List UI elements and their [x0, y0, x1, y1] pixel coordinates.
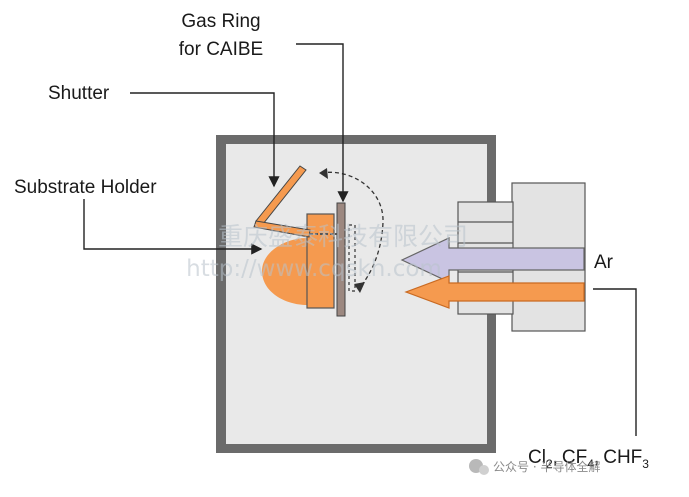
footer-account: 公众号 · 半导体全解: [493, 459, 600, 474]
shutter-label: Shutter: [48, 83, 110, 104]
watermark-line2: http://www.cqskh.com: [186, 256, 442, 282]
cl-subscript: 2: [546, 457, 553, 471]
wechat-icon: [469, 459, 489, 475]
ar-label: Ar: [594, 252, 614, 273]
substrate-holder-dome-fill: [262, 238, 307, 305]
ar-beam-arrow: [400, 237, 585, 283]
chf-subscript: 3: [642, 457, 649, 471]
shutter-arm: [253, 220, 311, 238]
watermark-line1: 重庆盛泰科技有限公司: [218, 222, 468, 251]
wafer: [336, 202, 346, 317]
cf-subscript: 4: [587, 457, 594, 471]
gas-ring-leader: [296, 43, 349, 203]
reactive-gases-label: Cl2,CF4,CHF3: [528, 447, 649, 471]
separator-1: ,: [553, 447, 558, 468]
chf-label: CHF: [603, 447, 642, 468]
substrate-holder-leader: [83, 199, 263, 255]
cf-label: CF: [562, 447, 587, 468]
reactive-gas-arrow: [404, 275, 585, 309]
rotation-arrow-head-start: [319, 168, 328, 179]
substrate-holder-label: Substrate Holder: [14, 177, 157, 198]
separator-2: ,: [594, 447, 599, 468]
shutter-leader: [130, 92, 280, 188]
substrate-holder-block: [306, 213, 335, 309]
gas-ring-label-line1: Gas Ring: [181, 11, 260, 32]
wafer-rotated-position: [348, 224, 356, 292]
cl-label: Cl: [528, 447, 546, 468]
gas-ring-label-line2: for CAIBE: [179, 39, 263, 60]
reactive-gas-leader: [593, 288, 637, 436]
rotation-arrow-head-end: [354, 282, 365, 293]
